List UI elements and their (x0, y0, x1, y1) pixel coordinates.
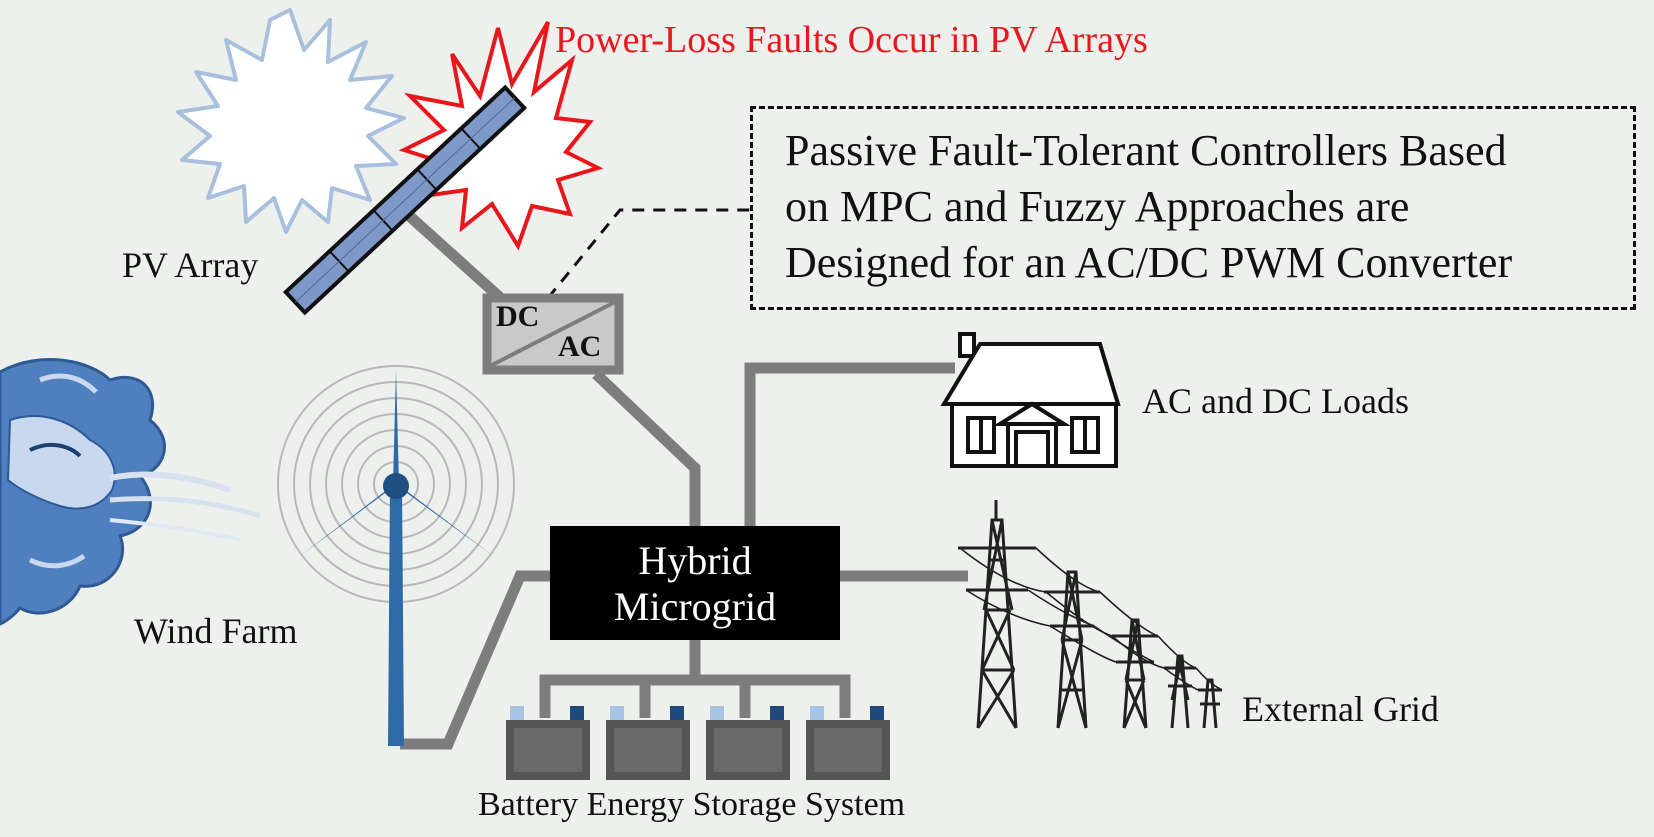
hybrid-microgrid-hub: Hybrid Microgrid (550, 526, 840, 640)
controller-description-box: Passive Fault-Tolerant Controllers Based… (750, 106, 1636, 310)
line-hub-to-wind (400, 570, 550, 750)
transmission-tower-icon (958, 500, 1223, 729)
sun-icon (176, 8, 406, 234)
wind-turbine-icon (300, 370, 496, 746)
line-pv-to-converter (401, 207, 509, 307)
hub-line-2: Microgrid (613, 584, 777, 629)
controller-line-2: on MPC and Fuzzy Approaches are (785, 182, 1410, 231)
external-grid-label: External Grid (1242, 689, 1439, 729)
solar-panel-icon (282, 84, 528, 316)
loads-label: AC and DC Loads (1142, 381, 1409, 421)
controller-line-1: Passive Fault-Tolerant Controllers Based (785, 126, 1507, 175)
house-icon (940, 332, 1121, 468)
wind-farm-label: Wind Farm (134, 611, 298, 651)
fault-burst-icon (398, 20, 604, 251)
line-bess-bus (539, 674, 851, 718)
dc-ac-converter (482, 293, 624, 375)
fault-title: Power-Loss Faults Occur in PV Arrays (555, 19, 1148, 61)
controller-leader-line (546, 208, 752, 299)
battery-icon (806, 706, 890, 780)
connection-lines (400, 207, 968, 750)
converter-dc-label: DC (496, 300, 540, 333)
converter-ac-label: AC (558, 330, 602, 363)
battery-icon (606, 706, 690, 780)
wind-god-icon (0, 358, 261, 626)
pv-array-label: PV Array (122, 245, 259, 285)
controller-line-3: Designed for an AC/DC PWM Converter (785, 238, 1513, 287)
battery-icon (706, 706, 790, 780)
line-converter-to-hub (592, 370, 701, 528)
battery-bank (506, 706, 890, 780)
battery-icon (506, 706, 590, 780)
bess-label: Battery Energy Storage System (478, 786, 906, 823)
hub-line-1: Hybrid (638, 538, 752, 583)
line-hub-to-loads (744, 362, 955, 528)
